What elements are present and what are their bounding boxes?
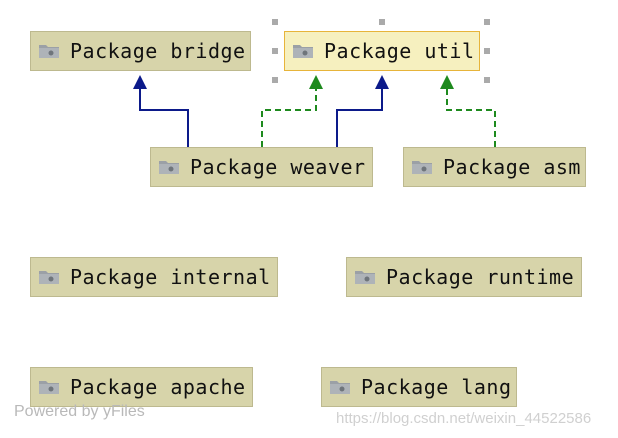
edge-weaver-bridge	[133, 75, 189, 147]
node-package-apache[interactable]: Package apache	[30, 367, 253, 407]
folder-icon	[39, 381, 59, 394]
powered-by-watermark: Powered by yFiles	[14, 403, 145, 420]
node-package-asm[interactable]: Package asm	[403, 147, 586, 187]
selection-handle-bl[interactable]	[272, 77, 278, 83]
selection-handle-tl[interactable]	[272, 19, 278, 25]
selection-handle-br[interactable]	[484, 77, 490, 83]
node-label: Package weaver	[190, 155, 366, 179]
edge-asm-util-dashed	[440, 75, 496, 147]
node-label: Package apache	[70, 375, 246, 399]
source-watermark: https://blog.csdn.net/weixin_44522586	[336, 410, 592, 427]
node-package-util[interactable]: Package util	[284, 31, 480, 71]
folder-icon	[39, 45, 59, 58]
node-package-internal[interactable]: Package internal	[30, 257, 278, 297]
node-label: Package internal	[70, 265, 271, 289]
folder-icon	[39, 271, 59, 284]
node-package-lang[interactable]: Package lang	[321, 367, 517, 407]
folder-icon	[159, 161, 179, 174]
folder-icon	[293, 45, 313, 58]
node-label: Package lang	[361, 375, 512, 399]
node-label: Package util	[324, 39, 475, 63]
edge-weaver-util-solid	[336, 75, 389, 147]
folder-icon	[355, 271, 375, 284]
edge-weaver-util-dashed	[261, 75, 323, 147]
node-package-bridge[interactable]: Package bridge	[30, 31, 251, 71]
node-package-runtime[interactable]: Package runtime	[346, 257, 582, 297]
node-package-weaver[interactable]: Package weaver	[150, 147, 373, 187]
selection-handle-tm[interactable]	[379, 19, 385, 25]
node-label: Package runtime	[386, 265, 575, 289]
selection-handle-ml[interactable]	[272, 48, 278, 54]
selection-handle-mr[interactable]	[484, 48, 490, 54]
node-label: Package bridge	[70, 39, 246, 63]
selection-handle-tr[interactable]	[484, 19, 490, 25]
folder-icon	[330, 381, 350, 394]
folder-icon	[412, 161, 432, 174]
node-label: Package asm	[443, 155, 581, 179]
